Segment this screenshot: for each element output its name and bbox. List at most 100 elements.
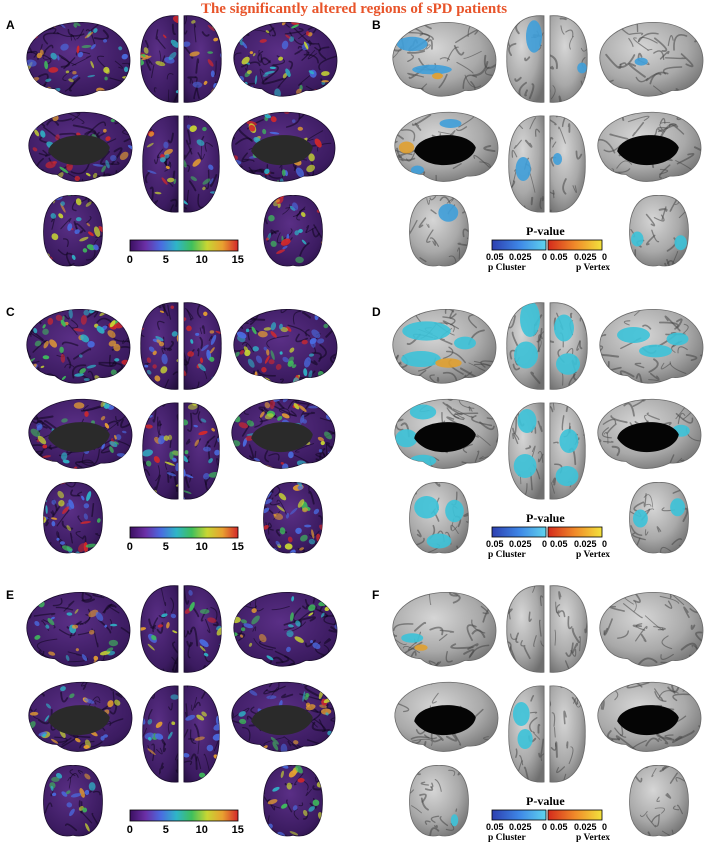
pvalue-tick-label: 0.05 — [486, 539, 504, 549]
pvalue-legend-title: P-value — [526, 511, 565, 525]
pvalue-tick-label: 0 — [542, 822, 548, 832]
pvalue-tick-label: 0.05 — [550, 252, 568, 262]
panel-label-b: B — [372, 18, 381, 32]
p-vertex-label: p Vertex — [576, 550, 611, 560]
brain-view-lateral — [392, 308, 497, 384]
colorbar — [129, 809, 239, 822]
brain-view-lateral — [26, 308, 131, 384]
pvalue-legend-title: P-value — [526, 224, 565, 238]
panel-label-a: A — [6, 18, 15, 32]
brain-view-hemi-left — [140, 302, 179, 390]
pvalue-tick-label: 0.025 — [574, 252, 597, 262]
brain-view-rear — [629, 195, 689, 267]
colorbar-tick-label: 5 — [162, 824, 169, 836]
brain-view-rear — [43, 195, 103, 267]
brain-view-lateral — [233, 308, 338, 384]
brain-view-medial — [231, 398, 336, 469]
brain-view-medial — [394, 111, 499, 182]
panel-label-c: C — [6, 305, 15, 319]
brain-view-hemi-right — [183, 115, 220, 213]
brain-view-hemi-right — [549, 302, 588, 390]
vertex-colorbar — [547, 239, 603, 251]
p-cluster-label: p Cluster — [488, 833, 526, 843]
vertex-colorbar — [547, 526, 603, 538]
panel-label-f: F — [372, 588, 380, 602]
panel-label-d: D — [372, 305, 381, 319]
brain-view-rear — [263, 195, 323, 267]
brain-view-lateral — [26, 591, 131, 667]
brain-view-medial — [28, 398, 133, 469]
brain-view-medial — [394, 681, 499, 752]
colorbar-tick-label: 0 — [126, 541, 133, 553]
brain-view-rear — [43, 765, 103, 837]
pvalue-tick-label: 0.05 — [486, 822, 504, 832]
brain-view-medial — [597, 681, 702, 752]
brain-view-rear — [409, 482, 469, 554]
pvalue-tick-label: 0.05 — [550, 539, 568, 549]
colorbar — [129, 526, 239, 539]
brain-view-medial — [28, 681, 133, 752]
colorbar-tick-label: 10 — [195, 254, 208, 266]
colorbar — [129, 239, 239, 252]
cluster-colorbar — [491, 809, 547, 821]
brain-view-hemi-left — [142, 685, 179, 783]
pvalue-tick-label: 0.025 — [509, 539, 532, 549]
brain-view-hemi-left — [506, 585, 545, 673]
pvalue-tick-label: 0 — [602, 822, 608, 832]
colorbar-tick-label: 0 — [126, 824, 133, 836]
colorbar-tick-label: 0 — [126, 254, 133, 266]
brain-view-lateral — [392, 21, 497, 97]
brain-view-hemi-right — [549, 115, 586, 213]
pvalue-tick-label: 0.05 — [486, 252, 504, 262]
brain-view-hemi-right — [549, 585, 588, 673]
brain-view-lateral — [233, 591, 338, 667]
brain-view-rear — [409, 195, 469, 267]
colorbar-tick-label: 10 — [195, 541, 208, 553]
colorbar-tick-label: 5 — [162, 541, 169, 553]
pvalue-tick-label: 0.025 — [509, 822, 532, 832]
brain-view-hemi-left — [140, 15, 179, 103]
brain-view-hemi-left — [506, 302, 545, 390]
brain-view-hemi-left — [508, 402, 545, 500]
pvalue-tick-label: 0.025 — [574, 539, 597, 549]
brain-view-hemi-right — [549, 15, 588, 103]
brain-view-rear — [43, 482, 103, 554]
pvalue-tick-label: 0.025 — [574, 822, 597, 832]
colorbar-tick-label: 15 — [231, 254, 244, 266]
brain-view-rear — [263, 765, 323, 837]
brain-view-hemi-left — [508, 115, 545, 213]
colorbar-tick-label: 15 — [231, 824, 244, 836]
colorbar-tick-label: 15 — [231, 541, 244, 553]
brain-view-lateral — [599, 308, 704, 384]
brain-view-medial — [28, 111, 133, 182]
brain-view-lateral — [233, 21, 338, 97]
pvalue-tick-label: 0.05 — [550, 822, 568, 832]
brain-view-lateral — [599, 591, 704, 667]
vertex-colorbar — [547, 809, 603, 821]
pvalue-tick-label: 0.025 — [509, 252, 532, 262]
pvalue-tick-label: 0 — [542, 252, 548, 262]
brain-view-hemi-right — [183, 402, 220, 500]
brain-view-medial — [394, 398, 499, 469]
colorbar-tick-label: 10 — [195, 824, 208, 836]
brain-view-hemi-right — [183, 15, 222, 103]
brain-view-medial — [597, 398, 702, 469]
brain-view-hemi-right — [549, 402, 586, 500]
brain-view-medial — [231, 111, 336, 182]
figure-title: The significantly altered regions of sPD… — [200, 1, 508, 17]
pvalue-tick-label: 0 — [602, 252, 608, 262]
colorbar-tick-label: 5 — [162, 254, 169, 266]
cluster-colorbar — [491, 526, 547, 538]
brain-view-rear — [629, 482, 689, 554]
pvalue-tick-label: 0 — [542, 539, 548, 549]
brain-view-hemi-right — [549, 685, 586, 783]
p-cluster-label: p Cluster — [488, 263, 526, 273]
cluster-colorbar — [491, 239, 547, 251]
brain-view-rear — [409, 765, 469, 837]
brain-view-rear — [629, 765, 689, 837]
brain-view-medial — [597, 111, 702, 182]
brain-view-lateral — [599, 21, 704, 97]
brain-view-medial — [231, 681, 336, 752]
brain-view-lateral — [392, 591, 497, 667]
